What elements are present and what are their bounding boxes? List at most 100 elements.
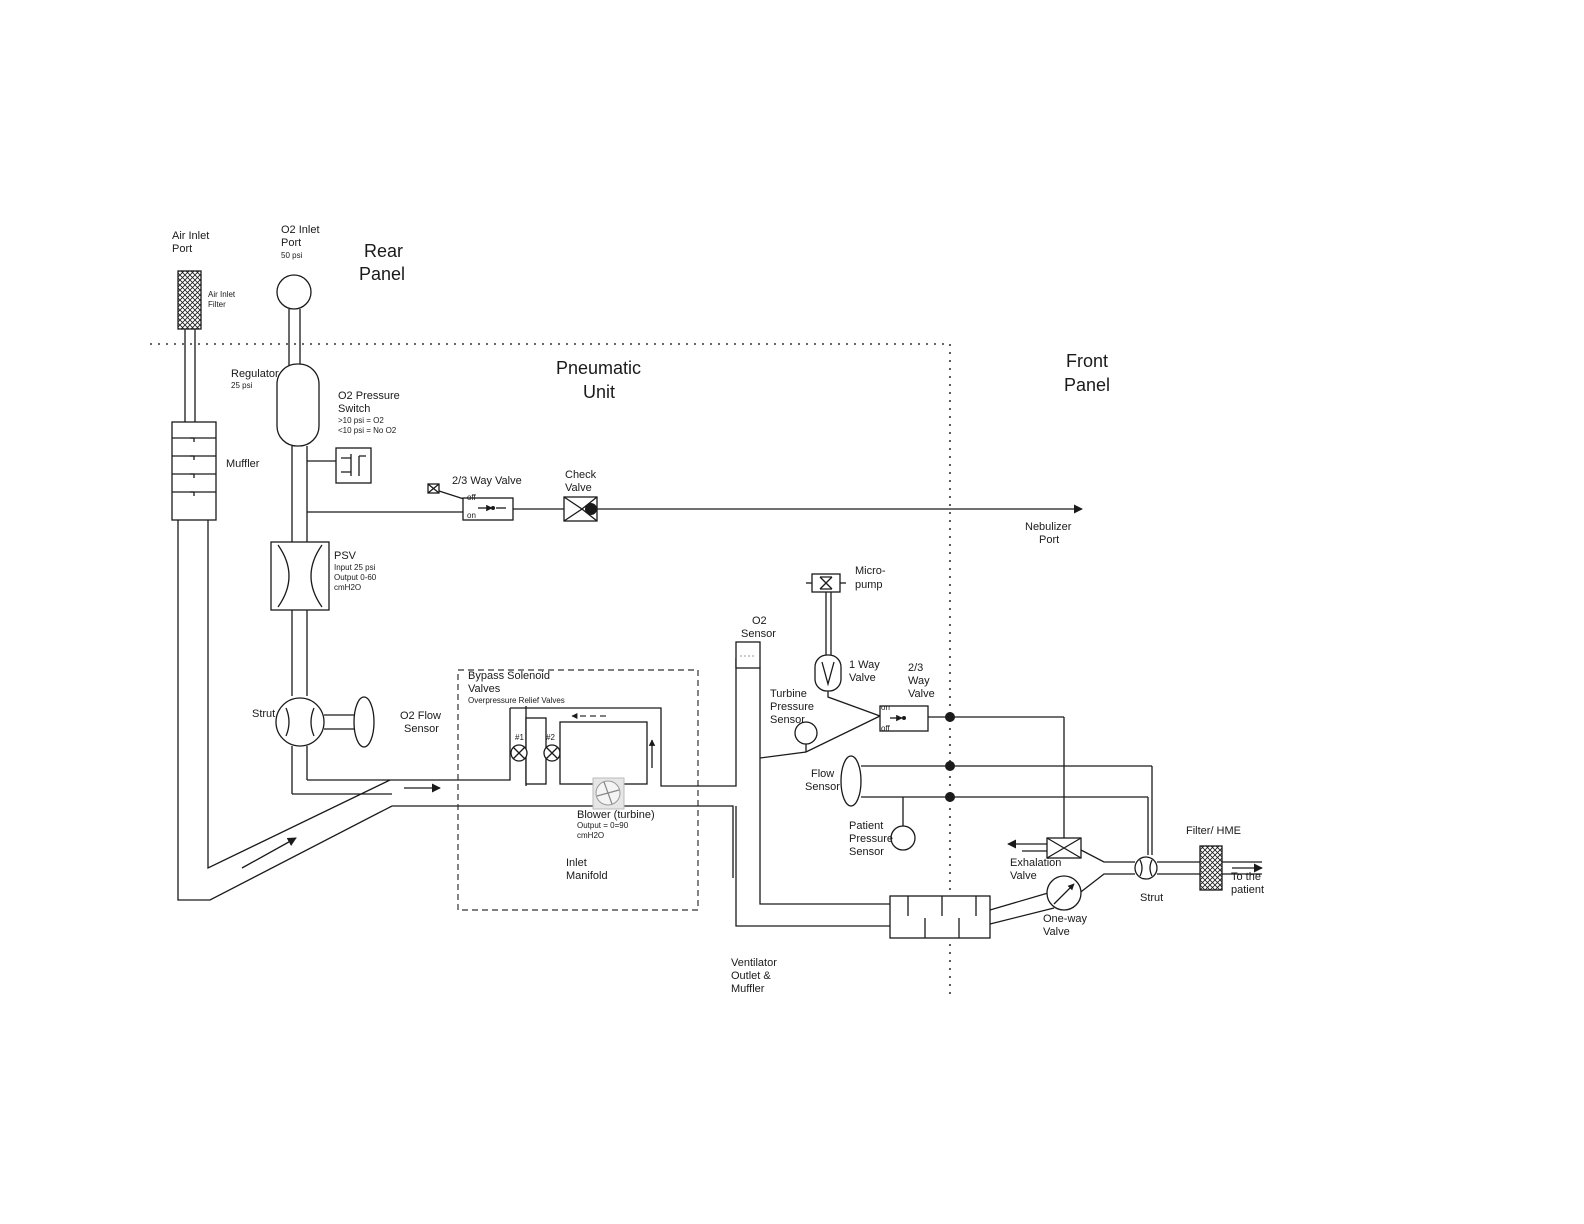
valve-2-label: #2 [546, 733, 555, 742]
ventilator-outlet-muffler-label: Ventilator [731, 957, 777, 969]
patient-pressure-sensor-icon [890, 825, 916, 851]
one-way-valve-lower-icon [1046, 875, 1082, 911]
rear-panel-label-2: Panel [359, 264, 405, 284]
pneumatic-unit-label-2: Unit [583, 382, 615, 402]
nebulizer-port-label: Nebulizer [1025, 521, 1072, 533]
o2-pressure-switch-icon [335, 447, 372, 484]
bypass-solenoid-valves-label-2: Valves [468, 683, 501, 695]
pneumatic-unit-boundary [150, 343, 951, 995]
front-panel-label: Front [1066, 351, 1108, 371]
bypass-solenoid-valves-label: Bypass Solenoid [468, 670, 550, 682]
filter-hme-icon [1199, 845, 1223, 891]
two-three-way-valve-top-label: 2/3 Way Valve [452, 475, 522, 487]
blower-housing [559, 721, 648, 785]
one-way-valve-label-2: Valve [849, 672, 876, 684]
air-inlet-port-label: Air Inlet [172, 230, 209, 242]
to-the-patient-label: To the [1231, 871, 1261, 883]
one-way-valve-lower-label-2: Valve [1043, 926, 1070, 938]
regulator-icon [276, 363, 320, 447]
blower-note-1: Output = 0=90 [577, 821, 629, 830]
blower-icon [592, 777, 625, 810]
o2-flow-sensor-label: O2 Flow [400, 710, 441, 722]
component-labels: Air Inlet Port Air Inlet Filter O2 Inlet… [172, 224, 1264, 995]
blower-label: Blower (turbine) [577, 809, 655, 821]
to-the-patient-label-2: patient [1231, 884, 1264, 896]
check-valve-label: Check [565, 469, 597, 481]
air-inlet-filter-label: Air Inlet [208, 290, 236, 299]
muffler-icon [171, 421, 217, 521]
valve-front-off-label: off [881, 724, 891, 733]
valve-front-on-label: on [881, 703, 890, 712]
one-way-valve-label: 1 Way [849, 659, 880, 671]
air-inlet-branch [171, 270, 734, 901]
two-three-way-valve-front-label-3: Valve [908, 688, 935, 700]
valve-1-label: #1 [515, 733, 524, 742]
flow-sensor-label-2: Sensor [805, 781, 840, 793]
bypass-valve-block [525, 717, 547, 785]
psv-icon [270, 541, 330, 611]
inlet-manifold-label-2: Manifold [566, 870, 608, 882]
o2-inlet-branch [270, 274, 511, 795]
ventilator-outlet-muffler-icon [889, 895, 991, 939]
nebulizer-line [427, 483, 1083, 522]
overpressure-relief-valves-label: Overpressure Relief Valves [468, 696, 565, 705]
air-inlet-filter-label-2: Filter [208, 300, 226, 309]
o2-flow-sensor-label-2: Sensor [404, 723, 439, 735]
psv-note-3: cmH2O [334, 583, 361, 592]
inlet-manifold [457, 658, 737, 911]
strut-icon [275, 697, 325, 747]
o2-sensor-label: O2 [752, 615, 767, 627]
psv-note-2: Output 0-60 [334, 573, 377, 582]
turbine-pressure-sensor-label-3: Sensor [770, 714, 805, 726]
filter-hme-label: Filter/ HME [1186, 825, 1241, 837]
inlet-manifold-label: Inlet [566, 857, 587, 869]
o2-pressure-switch-note-2: <10 psi = No O2 [338, 426, 397, 435]
o2-pressure-switch-label: O2 Pressure [338, 390, 400, 402]
patient-pressure-sensor-label: Patient [849, 820, 883, 832]
patient-pressure-sensor-label-3: Sensor [849, 846, 884, 858]
nebulizer-port-label-2: Port [1039, 534, 1059, 546]
strut-front-icon [1134, 856, 1158, 880]
muffler-label: Muffler [226, 458, 260, 470]
flow-sensor-label: Flow [811, 768, 834, 780]
turbine-pressure-sensor-label: Turbine [770, 688, 807, 700]
exhalation-valve-label-2: Valve [1010, 870, 1037, 882]
flow-sensor-icon [840, 755, 862, 807]
ventilator-outlet-muffler-label-3: Muffler [731, 983, 765, 995]
blower-note-2: cmH2O [577, 831, 604, 840]
pneumatic-unit-label: Pneumatic [556, 358, 641, 378]
micro-pump-label: Micro- [855, 565, 886, 577]
micro-pump-label-2: pump [855, 579, 883, 591]
psv-label: PSV [334, 550, 357, 562]
o2-sensor-icon [735, 641, 761, 669]
rear-panel-label: Rear [364, 241, 403, 261]
psv-note-1: Input 25 psi [334, 563, 376, 572]
strut-label: Strut [252, 708, 275, 720]
air-inlet-filter-icon [177, 270, 202, 330]
strut-front-label: Strut [1140, 892, 1163, 904]
one-way-valve-lower-label: One-way [1043, 913, 1088, 925]
turbine-pressure-sensor-label-2: Pressure [770, 701, 814, 713]
front-panel-label-2: Panel [1064, 375, 1110, 395]
valve-top-off-label: off [467, 493, 477, 502]
air-inlet-port-label-2: Port [172, 243, 192, 255]
regulator-label: Regulator [231, 368, 279, 380]
two-three-way-valve-front-label-2: Way [908, 675, 930, 687]
exhalation-valve-label: Exhalation [1010, 857, 1061, 869]
o2-inlet-port-icon [276, 274, 312, 310]
section-labels: Rear Panel Pneumatic Unit Front Panel [359, 241, 1110, 402]
regulator-pressure: 25 psi [231, 381, 253, 390]
turbine-pressure-sensor-icon [794, 721, 818, 745]
patient-circuit [735, 573, 1263, 939]
valve-top-on-label: on [467, 511, 476, 520]
patient-pressure-sensor-label-2: Pressure [849, 833, 893, 845]
o2-pressure-switch-label-2: Switch [338, 403, 370, 415]
ventilator-outlet-muffler-label-2: Outlet & [731, 970, 771, 982]
check-valve-label-2: Valve [565, 482, 592, 494]
o2-pressure-switch-note-1: >10 psi = O2 [338, 416, 384, 425]
o2-inlet-pressure: 50 psi [281, 251, 303, 260]
o2-flow-sensor-icon [353, 696, 375, 748]
o2-sensor-label-2: Sensor [741, 628, 776, 640]
o2-inlet-port-label-2: Port [281, 237, 301, 249]
